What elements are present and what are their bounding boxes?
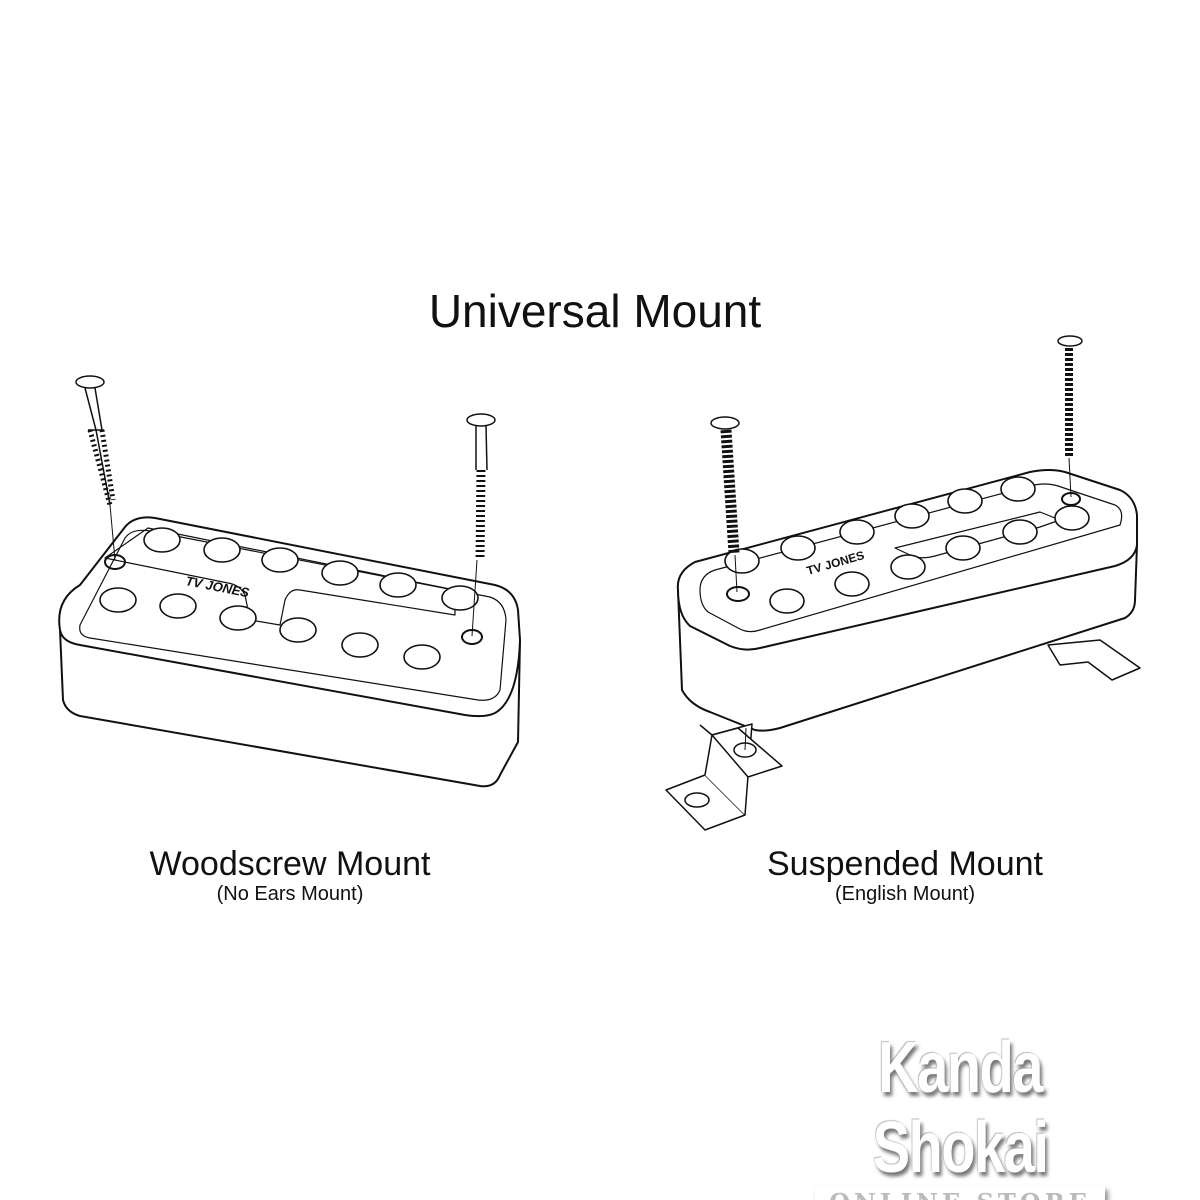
bracket-front: [665, 723, 783, 831]
mount-hole: [726, 586, 750, 602]
mount-subtitle: (No Ears Mount): [216, 883, 364, 905]
diagram-title: Universal Mount: [428, 285, 762, 337]
watermark-tagline: ONLINE STORE: [815, 1186, 1105, 1200]
machine-screw-left: [710, 416, 740, 593]
bracket-rear: [1047, 639, 1141, 681]
woodscrew-pickup: TV JONES: [58, 375, 521, 788]
suspended-caption: Suspended Mount (English Mount): [705, 845, 1105, 905]
mount-name: Suspended Mount: [767, 845, 1043, 883]
watermark-name: Kanda Shokai: [872, 1028, 1049, 1188]
suspended-pickup: TV JONES: [665, 335, 1141, 831]
woodscrew-right: [466, 413, 496, 637]
woodscrew-left: [75, 375, 116, 561]
pole-pieces: [99, 527, 479, 670]
woodscrew-caption: Woodscrew Mount (No Ears Mount): [90, 845, 490, 905]
pole-pieces: [724, 476, 1090, 614]
store-watermark: Kanda Shokai ONLINE STORE: [770, 1028, 1150, 1200]
mount-subtitle: (English Mount): [834, 883, 976, 905]
machine-screw-right: [1057, 335, 1083, 498]
mount-name: Woodscrew Mount: [149, 845, 431, 883]
pickup-top-face: [58, 516, 521, 718]
